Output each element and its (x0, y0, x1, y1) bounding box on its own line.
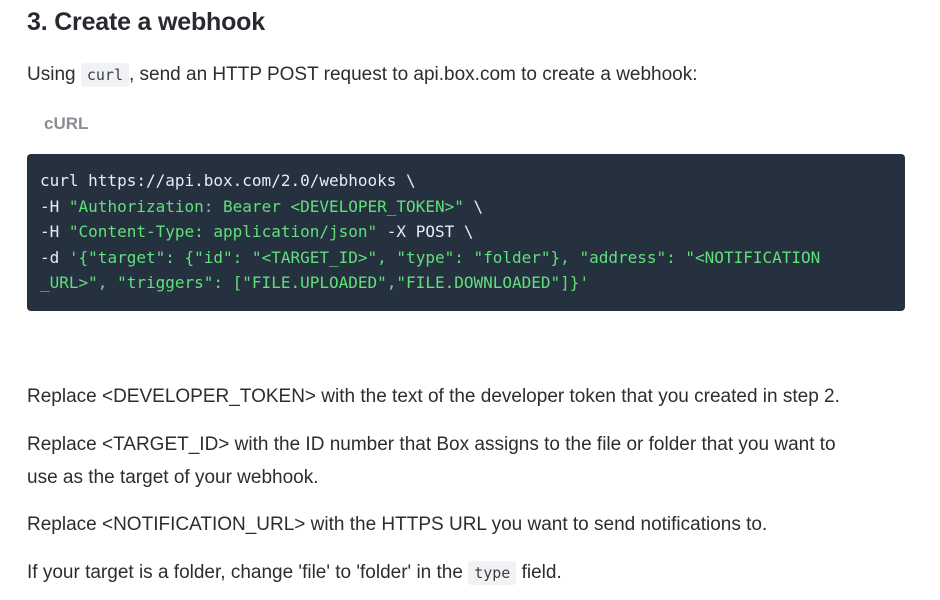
paragraph-folder-type-before: If your target is a folder, change 'file… (27, 562, 469, 583)
code-token: -H (40, 196, 69, 216)
code-tab-curl[interactable]: cURL (44, 114, 89, 133)
code-token: \ (463, 196, 484, 216)
intro-text-before: Using (27, 64, 81, 85)
paragraph-folder-type: If your target is a folder, change 'file… (27, 556, 562, 590)
code-token: -d (40, 247, 69, 267)
code-line: -H "Authorization: Bearer <DEVELOPER_TOK… (40, 194, 891, 220)
code-line: curl https://api.box.com/2.0/webhooks \ (40, 168, 891, 194)
code-token: curl https://api.box.com/2.0/webhooks \ (40, 171, 416, 190)
paragraph-notification-url: Replace <NOTIFICATION_URL> with the HTTP… (27, 514, 768, 535)
paragraph-developer-token: Replace <DEVELOPER_TOKEN> with the text … (27, 386, 840, 407)
code-string-token: '{"target": {"id": "<TARGET_ID>", "type"… (68, 247, 821, 267)
inline-code-curl: curl (80, 63, 129, 87)
code-token: -H (40, 222, 69, 242)
code-string-token: _URL>", "triggers": ["FILE.UPLOADED","FI… (40, 273, 590, 293)
inline-code-type: type (468, 561, 517, 585)
code-line: _URL>", "triggers": ["FILE.UPLOADED","FI… (40, 270, 891, 296)
code-line: -d '{"target": {"id": "<TARGET_ID>", "ty… (40, 245, 891, 271)
paragraph-folder-type-after: field. (516, 562, 562, 583)
paragraph-target-id-line1: Replace <TARGET_ID> with the ID number t… (27, 434, 836, 455)
code-block: curl https://api.box.com/2.0/webhooks \ -… (27, 154, 905, 311)
intro-paragraph: Using curl, send an HTTP POST request to… (27, 63, 698, 87)
code-string-token: "Authorization: Bearer <DEVELOPER_TOKEN>… (68, 196, 464, 216)
intro-text-after: , send an HTTP POST request to api.box.c… (128, 64, 698, 85)
code-line: -H "Content-Type: application/json" -X P… (40, 219, 891, 245)
section-heading: 3. Create a webhook (27, 8, 265, 36)
paragraph-target-id: Replace <TARGET_ID> with the ID number t… (27, 428, 836, 494)
code-token: -X POST \ (377, 222, 474, 242)
code-string-token: "Content-Type: application/json" (68, 222, 378, 242)
paragraph-target-id-line2: use as the target of your webhook. (27, 467, 319, 488)
